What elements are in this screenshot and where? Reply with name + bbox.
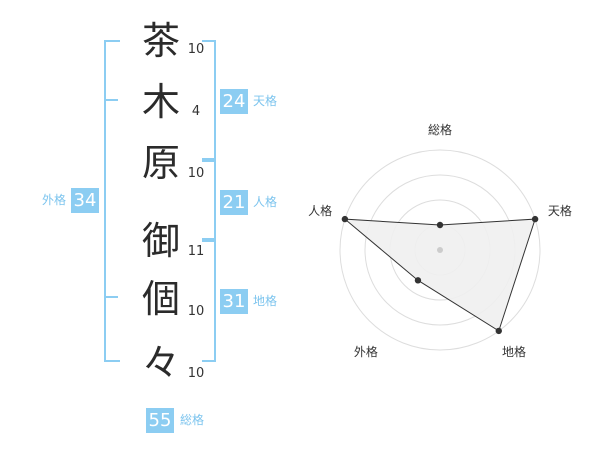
stroke-count-2: 4 [191, 104, 201, 119]
radar-point-3 [495, 327, 502, 335]
kanji-char-1: 茶 [141, 19, 180, 63]
radar-point-1 [436, 221, 444, 229]
gaikaku-value-badge: 34 [71, 188, 99, 213]
kanji-char-3: 原 [141, 141, 180, 185]
radar-point-5 [341, 215, 349, 223]
kanji-char-2: 木 [141, 80, 180, 124]
radar-polygon [343, 218, 536, 332]
kanji-char-6: 々 [141, 341, 180, 385]
soukaku-label: 総格 [180, 413, 205, 427]
jinkaku-label: 人格 [253, 195, 278, 209]
tenkaku-label: 天格 [253, 94, 278, 108]
stroke-count-3: 10 [187, 166, 205, 181]
soukaku-value-badge: 55 [146, 408, 174, 433]
stroke-count-4: 11 [187, 244, 205, 259]
radar-point-2 [531, 215, 539, 223]
radar-axis-label-5: 人格 [308, 203, 332, 218]
radar-axis-label-4: 外格 [354, 344, 378, 359]
gaikaku-bracket [104, 40, 120, 362]
radar-axis-label-1: 総格 [428, 122, 452, 137]
radar-axis-label-3: 地格 [502, 344, 526, 359]
radar-axis-label-2: 天格 [548, 203, 572, 218]
stroke-count-1: 10 [187, 42, 205, 57]
radar-ring [339, 149, 541, 351]
chikaku-bracket [202, 238, 216, 362]
radar-center-dot [437, 247, 443, 253]
bracket-tick [104, 296, 118, 298]
radar-points [341, 215, 539, 335]
stroke-count-6: 10 [187, 366, 205, 381]
chikaku-label: 地格 [253, 294, 278, 308]
jinkaku-bracket [202, 158, 216, 242]
stroke-count-5: 10 [187, 304, 205, 319]
kanji-char-5: 個 [141, 277, 180, 321]
jinkaku-value-badge: 21 [220, 190, 248, 215]
kanji-char-4: 御 [141, 219, 180, 263]
bracket-tick [104, 99, 118, 101]
gaikaku-label: 外格 [42, 193, 67, 207]
tenkaku-bracket [202, 40, 216, 162]
tenkaku-value-badge: 24 [220, 89, 248, 114]
radar-point-4 [414, 277, 422, 284]
chikaku-value-badge: 31 [220, 289, 248, 314]
